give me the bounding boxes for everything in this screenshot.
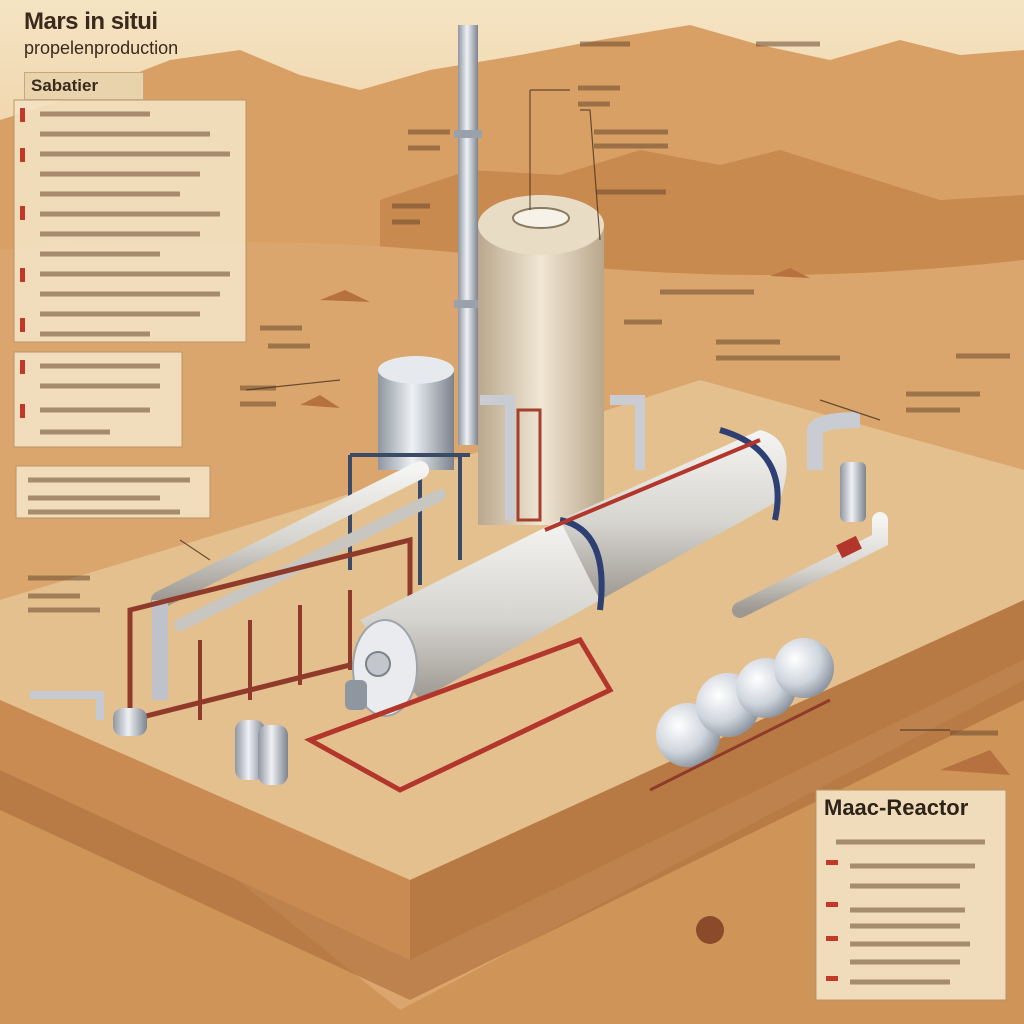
leader-lines xyxy=(179,89,950,731)
annotation-text-blocks xyxy=(28,41,1010,985)
platform-base xyxy=(0,660,1024,1000)
info-panel-left-1 xyxy=(13,99,247,343)
info-panel-reactor xyxy=(815,789,1007,1001)
title-line-1: Mars in situi xyxy=(24,8,158,35)
sabatier-heading-box: Sabatier xyxy=(24,72,144,100)
info-panel-left-3 xyxy=(15,465,211,519)
reactor-vessel xyxy=(304,427,787,793)
right-pipe xyxy=(732,512,888,618)
diagram-title: Mars in situi propelenproduction xyxy=(24,8,178,59)
pipe-rack xyxy=(151,461,429,609)
foreground-sand xyxy=(0,680,1024,1024)
title-line-2: propelenproduction xyxy=(24,38,179,58)
sabatier-heading: Sabatier xyxy=(31,76,99,95)
label-markers xyxy=(20,108,838,981)
reactor-heading: Maac-Reactor xyxy=(824,795,969,820)
platform-side-right xyxy=(410,600,1024,960)
small-tank xyxy=(235,720,265,780)
storage-spheres xyxy=(649,638,834,792)
exhaust-stack xyxy=(458,25,478,445)
platform-side-left xyxy=(0,700,410,960)
